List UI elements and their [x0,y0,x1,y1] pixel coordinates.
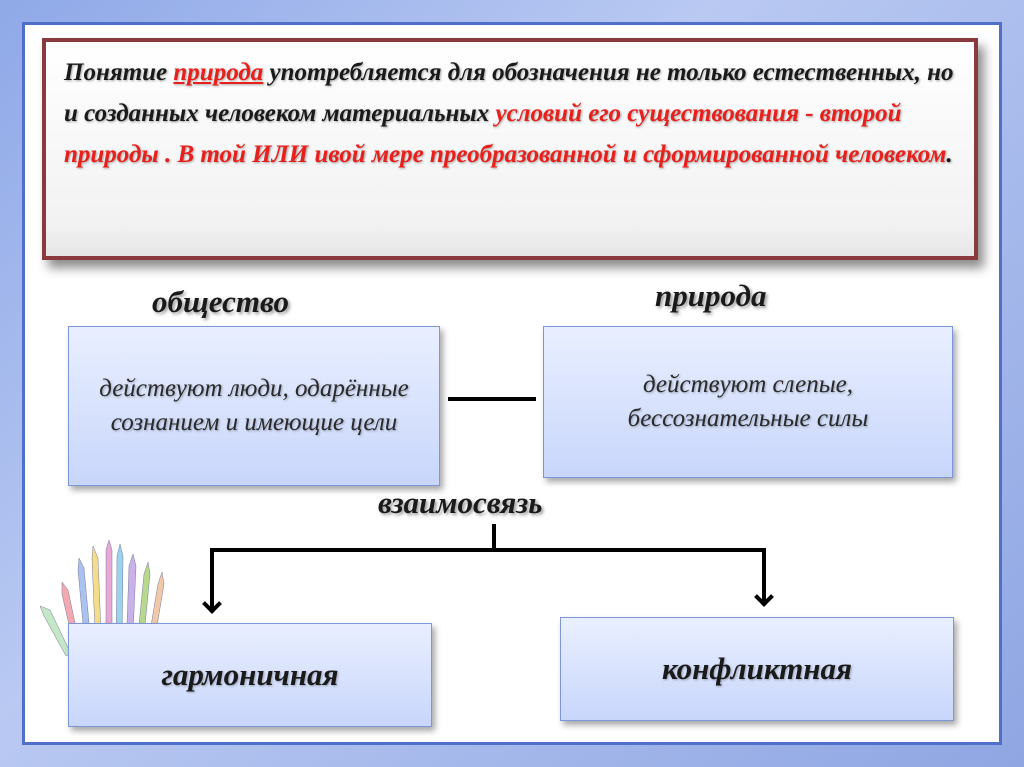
society-box-text: действуют люди, одарённые сознанием и им… [99,375,409,436]
tree-stem [492,524,496,550]
nature-box: действуют слепые, бессознательные силы [543,326,953,478]
conflict-box: конфликтная [560,617,954,721]
society-box: действуют люди, одарённые сознанием и им… [68,326,440,486]
nature-box-text: действуют слепые, бессознательные силы [627,371,869,432]
definition-text: Понятие природа употребляется для обозна… [64,52,956,175]
definition-seg-2: употребляется для обозначения не только … [64,59,954,127]
definition-keyword-nature: природа [173,59,264,86]
society-label: общество [152,284,289,319]
connector-dash [448,397,536,401]
definition-seg-4: . [946,141,953,168]
conflict-text: конфликтная [662,651,852,686]
left-branch [210,548,214,608]
definition-seg-0: Понятие [64,59,174,86]
nature-label: природа [655,278,767,313]
pencils-icon [39,539,165,656]
relation-label: взаимосвязь [378,485,543,520]
definition-box: Понятие природа употребляется для обозна… [42,38,978,260]
harmonious-box: гармоничная [68,623,432,727]
right-branch [762,548,766,601]
harmonious-text: гармоничная [161,657,339,692]
definition-highlight: условий его существования - второй приро… [64,100,947,168]
tree-bar [210,548,766,552]
